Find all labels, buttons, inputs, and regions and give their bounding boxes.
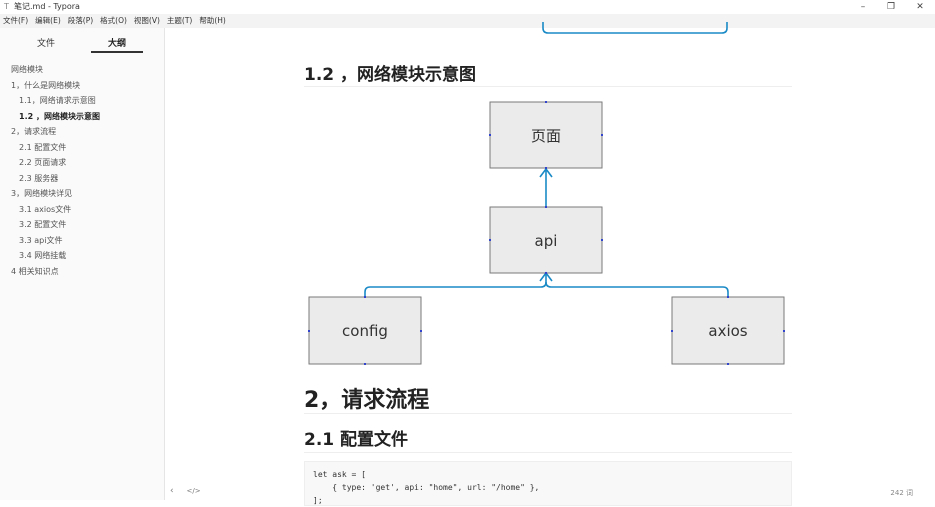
menu-format[interactable]: 格式(O)	[100, 16, 127, 25]
menu-help[interactable]: 帮助(H)	[199, 16, 226, 25]
outline-item[interactable]: 1，什么是网络模块	[11, 80, 81, 90]
minimize-button[interactable]: –	[860, 2, 866, 12]
node-api-label: api	[535, 232, 558, 250]
heading-1-2: 1.2 ，网络模块示意图	[304, 60, 792, 87]
connection-points	[308, 101, 785, 365]
node-axios-label: axios	[708, 322, 747, 340]
outline-item[interactable]: 4 相关知识点	[11, 266, 59, 276]
edge-previous-diagram	[542, 22, 728, 34]
word-count[interactable]: 242 词	[890, 489, 913, 497]
restore-button[interactable]: ❐	[886, 2, 896, 12]
menu-file[interactable]: 文件(F)	[3, 16, 29, 25]
node-page-label: 页面	[531, 127, 561, 145]
tab-outline[interactable]: 大纲	[107, 39, 126, 49]
active-tab-indicator	[91, 51, 143, 53]
outline-item[interactable]: 2.1 配置文件	[19, 142, 67, 152]
chevron-left-icon[interactable]: ‹	[170, 486, 174, 496]
window-title: 笔记.md - Typora	[14, 2, 80, 11]
menu-bar: 文件(F) 编辑(E) 段落(P) 格式(O) 视图(V) 主题(T) 帮助(H…	[0, 14, 935, 28]
edge-config-api	[364, 271, 553, 297]
menu-view[interactable]: 视图(V)	[133, 16, 160, 25]
node-api	[489, 206, 603, 274]
outline-list: 网络模块 1，什么是网络模块 1.1，网络请求示意图 1.2 ，网络模块示意图 2，请求…	[0, 62, 165, 279]
heading-2: 2，请求流程	[304, 382, 792, 414]
menu-paragraph[interactable]: 段落(P)	[67, 16, 94, 25]
outline-item[interactable]: 2.3 服务器	[19, 173, 59, 183]
outline-item[interactable]: 3.4 网络挂载	[19, 251, 67, 260]
outline-item[interactable]: 1.1，网络请求示意图	[19, 96, 96, 105]
outline-item[interactable]: 2，请求流程	[11, 127, 57, 136]
outline-item[interactable]: 3，网络模块详见	[11, 189, 73, 198]
outline-item[interactable]: 网络模块	[11, 65, 43, 74]
source-code-icon[interactable]: </>	[186, 487, 201, 495]
sidebar: 文件 大纲 网络模块 1，什么是网络模块 1.1，网络请求示意图 1.2 ，网络模块示…	[0, 28, 165, 500]
menu-theme[interactable]: 主题(T)	[166, 16, 193, 25]
edge-api-page	[539, 167, 553, 207]
outline-item[interactable]: 1.2 ，网络模块示意图	[19, 111, 100, 121]
code-block[interactable]: let ask = [ { type: 'get', api: "home", …	[304, 461, 792, 506]
node-config-label: config	[342, 322, 388, 340]
node-config	[308, 296, 422, 365]
title-bar: T 笔记.md - Typora – ❐ ✕	[0, 0, 935, 14]
outline-item[interactable]: 2.2 页面请求	[19, 158, 67, 167]
outline-item[interactable]: 3.3 api文件	[19, 235, 63, 245]
outline-item[interactable]: 3.1 axios文件	[19, 204, 72, 214]
close-button[interactable]: ✕	[916, 2, 924, 12]
menu-edit[interactable]: 编辑(E)	[35, 16, 61, 25]
heading-2-1: 2.1 配置文件	[304, 425, 792, 453]
tab-files[interactable]: 文件	[36, 39, 55, 49]
sidebar-footer: ‹ </>	[170, 486, 201, 496]
edge-axios-api	[545, 281, 729, 297]
outline-item[interactable]: 3.2 配置文件	[19, 220, 67, 229]
typora-icon: T	[4, 2, 9, 11]
